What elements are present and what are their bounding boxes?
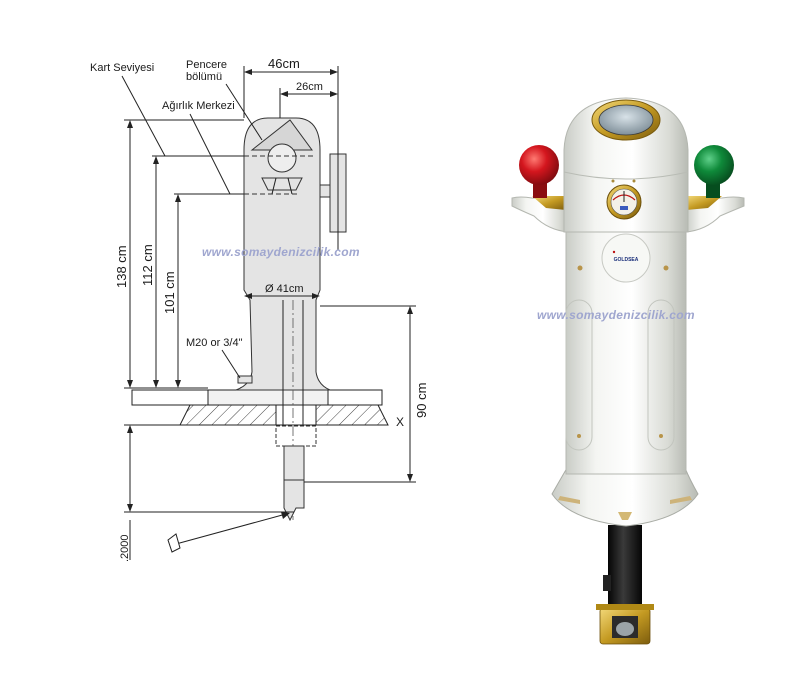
red-lamp xyxy=(519,145,559,185)
watermark-photo: www.somaydenizcilik.com xyxy=(537,308,695,322)
dim-height-total: 138 cm xyxy=(114,245,129,288)
dim-height-cog: 101 cm xyxy=(162,271,177,314)
brand-plate-text: GOLDSEA xyxy=(614,257,639,263)
dim-x-marker: X xyxy=(396,415,404,429)
mounting-pipe xyxy=(608,525,642,610)
side-bracket xyxy=(319,184,331,198)
label-window-line1: Pencere xyxy=(186,59,227,71)
watermark-left: www.somaydenizcilik.com xyxy=(202,245,360,259)
compass-bowl xyxy=(267,143,297,173)
label-center-of-gravity: Ağırlık Merkezi xyxy=(162,100,235,112)
door-panel-left xyxy=(565,299,593,451)
door-panel-right xyxy=(647,299,675,451)
dim-total-width: 46cm xyxy=(268,56,300,71)
base-flange xyxy=(131,389,389,426)
deck-marker xyxy=(167,533,181,553)
dim-deck-ref: .2000 xyxy=(119,534,131,562)
dim-window-offset: 26cm xyxy=(296,81,323,93)
technical-drawing: 46cm 26cm Pencere bölümü Kart Seviyesi A… xyxy=(90,56,429,562)
base-skirt xyxy=(551,467,699,527)
dim-diameter: Ø 41cm xyxy=(265,283,304,295)
label-card-level: Kart Seviyesi xyxy=(90,62,154,74)
label-bolt: M20 or 3/4" xyxy=(186,337,243,349)
dim-height-card: 112 cm xyxy=(140,244,155,286)
green-lamp xyxy=(694,145,734,185)
dome-hood xyxy=(563,97,689,233)
bolt-stub xyxy=(237,375,253,384)
binnacle-photo: GOLDSEA www.somaydenizcilik.com xyxy=(511,97,745,645)
label-window-line2: bölümü xyxy=(186,71,222,83)
brand-plate xyxy=(601,233,651,283)
dim-tube-length: 90 cm xyxy=(414,383,429,418)
central-tube xyxy=(275,300,317,522)
